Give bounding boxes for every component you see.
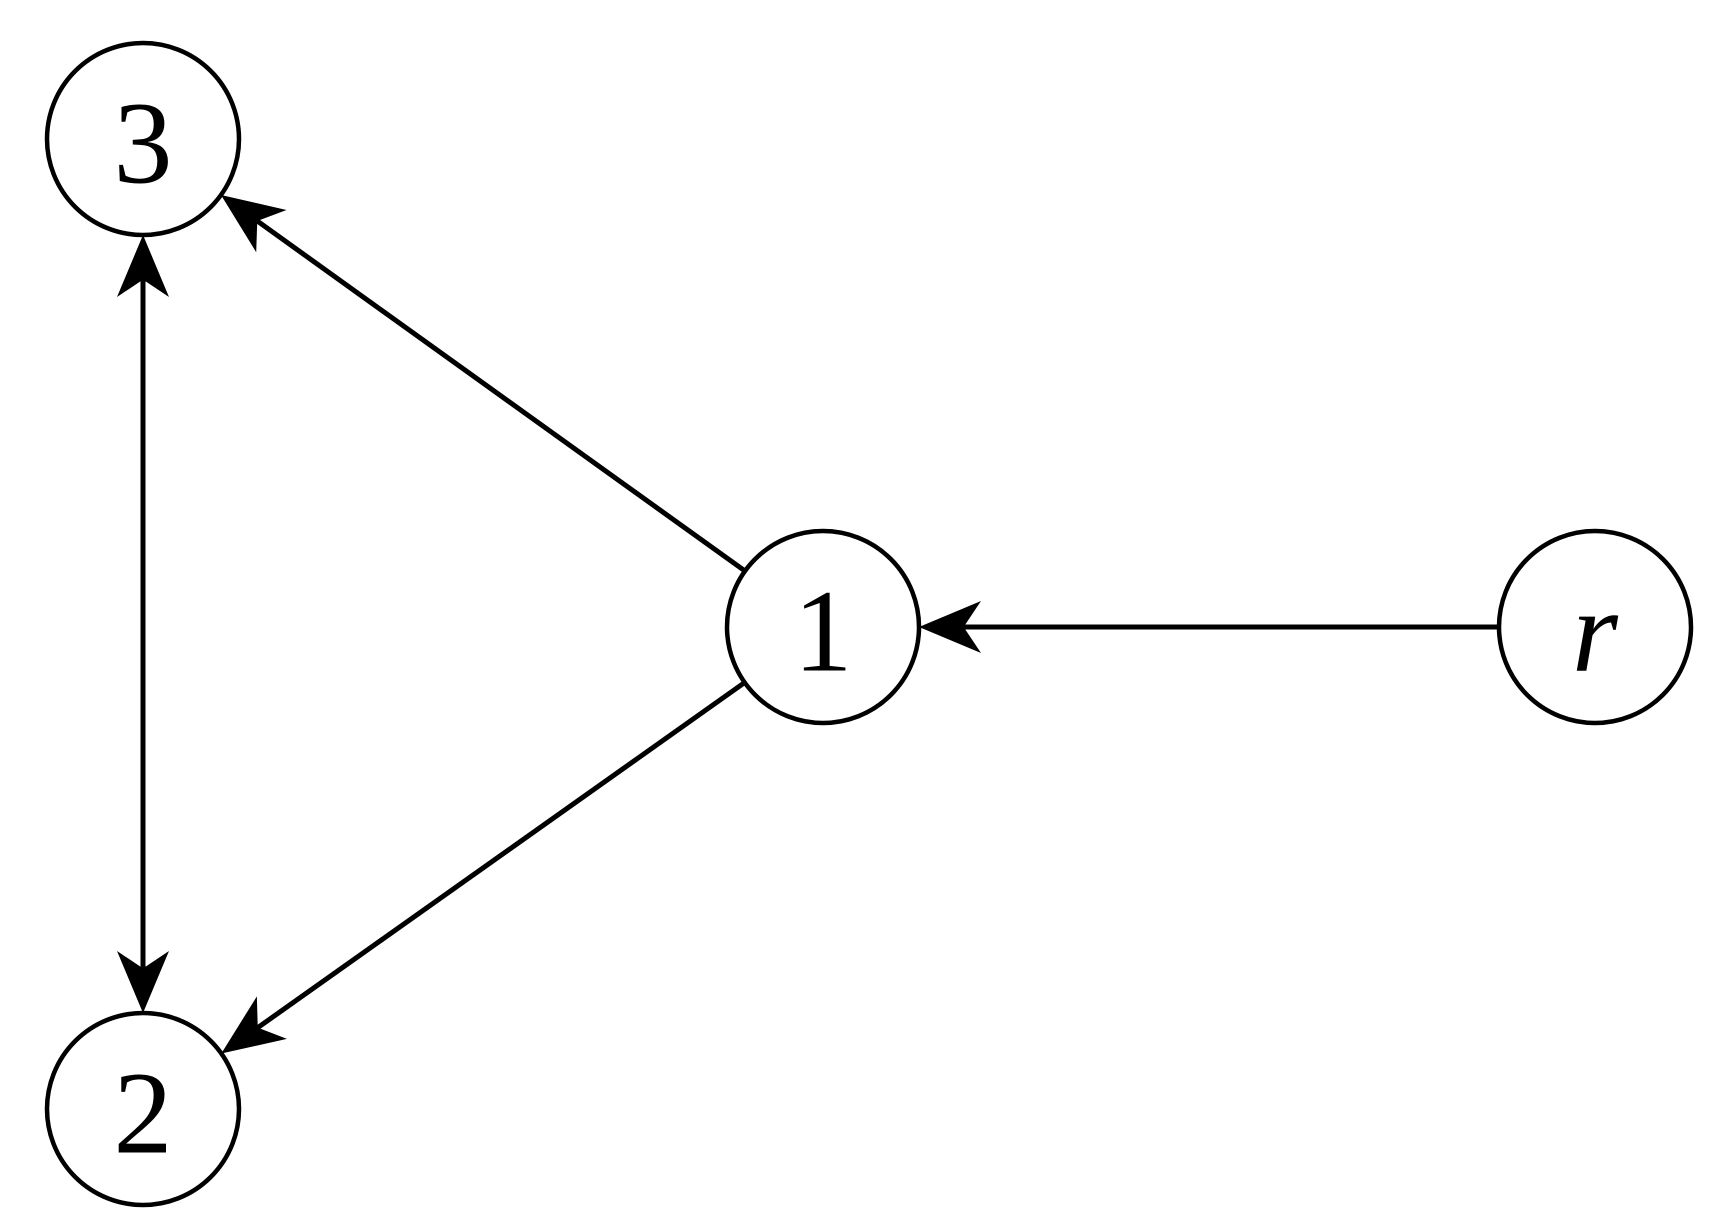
edge-line: [254, 218, 747, 574]
edge-n3-n2: [117, 235, 169, 1013]
node-circle: [44, 40, 242, 238]
arrowhead-to-n2: [221, 996, 287, 1054]
arrowhead-to-n3: [220, 194, 287, 253]
edges-layer: [117, 194, 1499, 1054]
edge-n1-n2: [221, 680, 747, 1054]
node-r: r: [1496, 528, 1694, 726]
node-label: 3: [114, 78, 173, 209]
arrowhead-to-n2: [117, 951, 169, 1013]
arrowhead-to-n1: [919, 601, 981, 653]
node-circle: [1496, 528, 1694, 726]
nodes-layer: 3 2 1 r: [44, 40, 1694, 1208]
node-circle: [44, 1010, 242, 1208]
arrowhead-to-n3: [117, 235, 169, 297]
node-2: 2: [44, 1010, 242, 1208]
node-1: 1: [724, 528, 922, 726]
node-3: 3: [44, 40, 242, 238]
node-label: 1: [794, 566, 853, 697]
node-label: 2: [114, 1048, 173, 1179]
edge-n1-n3: [220, 194, 747, 574]
node-label: r: [1572, 566, 1619, 697]
edge-line: [255, 680, 747, 1031]
node-circle: [724, 528, 922, 726]
edge-nr-n1: [919, 601, 1499, 653]
